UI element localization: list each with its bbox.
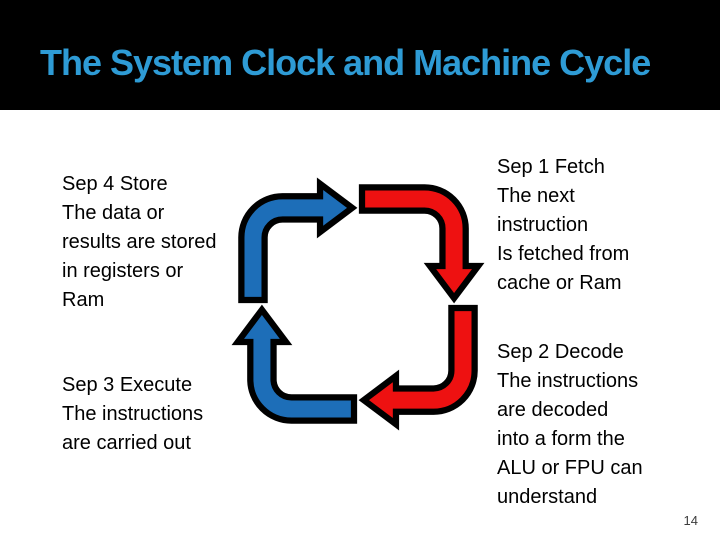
text-line: are carried out	[62, 432, 191, 454]
machine-cycle-diagram	[231, 177, 485, 431]
cycle-arrow-bottom-left-icon	[231, 304, 358, 424]
title-bar: The System Clock and Machine Cycle	[0, 0, 720, 110]
text-block-step4-store: Sep 4 Store The data or results are stor…	[62, 170, 217, 315]
text-line: The instructions	[62, 403, 204, 425]
cycle-arrow-shape	[358, 184, 485, 304]
text-line: Sep 3 Execute	[62, 374, 193, 396]
text-line: Ram	[62, 289, 105, 311]
text-line: Is fetched from	[497, 243, 630, 265]
cycle-arrow-shape	[358, 304, 478, 431]
text-line: ALU or FPU can	[497, 457, 643, 479]
text-block-step3-execute: Sep 3 Execute The instructions are carri…	[62, 371, 203, 458]
text-line: into a form the	[497, 428, 625, 450]
text-line: The next	[497, 185, 575, 207]
text-line: understand	[497, 486, 598, 508]
cycle-arrow-bottom-right-icon	[358, 304, 478, 431]
slide-title: The System Clock and Machine Cycle	[40, 42, 651, 83]
cycle-arrow-shape	[238, 177, 358, 304]
cycle-arrow-top-left-icon	[238, 177, 358, 304]
text-line: results are stored	[62, 231, 217, 253]
text-line: are decoded	[497, 399, 609, 421]
text-line: Sep 1 Fetch	[497, 156, 605, 178]
text-line: cache or Ram	[497, 272, 622, 294]
text-block-step1-fetch: Sep 1 Fetch The next instruction Is fetc…	[497, 153, 629, 298]
text-block-step2-decode: Sep 2 Decode The instructions are decode…	[497, 338, 643, 512]
text-line: Sep 4 Store	[62, 173, 168, 195]
text-line: The data or	[62, 202, 165, 224]
text-line: instruction	[497, 214, 589, 236]
cycle-arrow-top-right-icon	[358, 184, 485, 304]
page-number: 14	[683, 513, 698, 528]
text-line: The instructions	[497, 370, 639, 392]
text-line: in registers or	[62, 260, 184, 282]
cycle-arrow-shape	[231, 304, 358, 424]
text-line: Sep 2 Decode	[497, 341, 624, 363]
